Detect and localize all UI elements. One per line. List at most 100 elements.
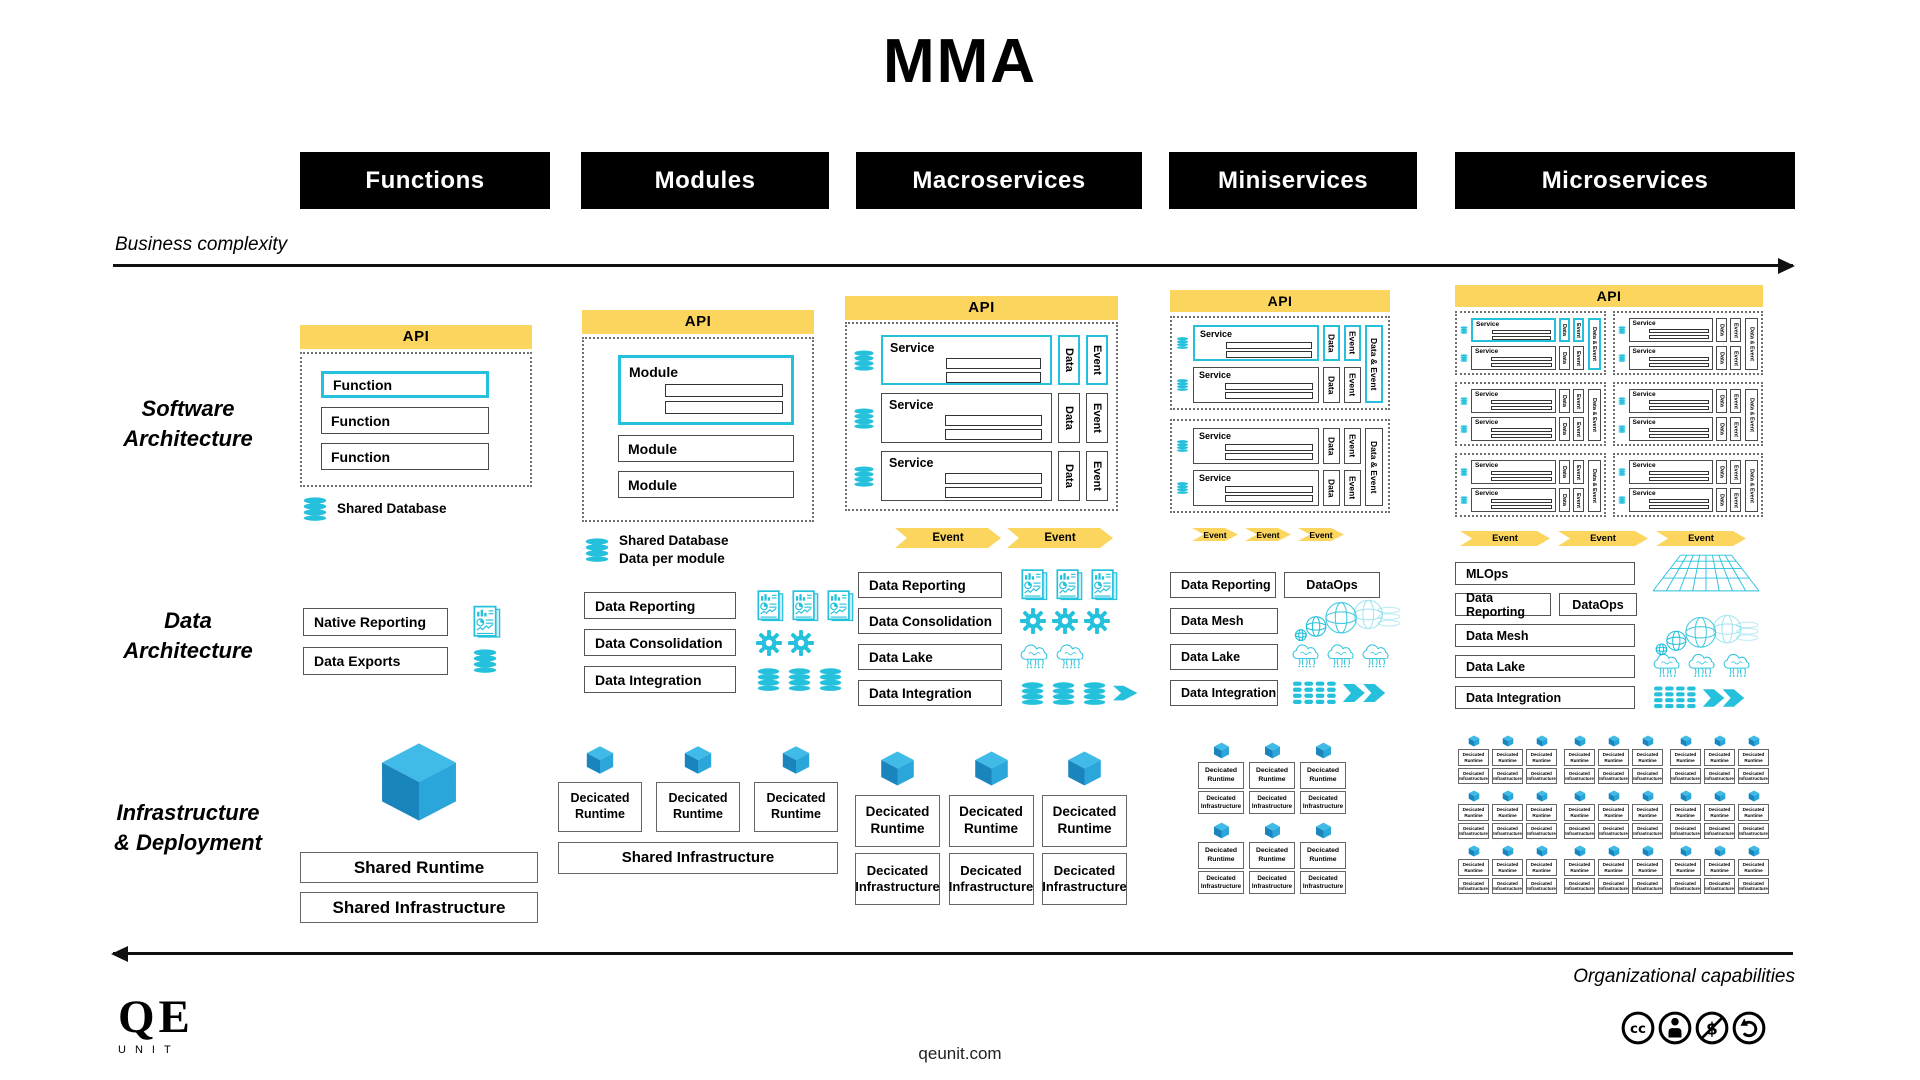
service-box: Service xyxy=(1628,389,1713,413)
macroservices-infrastructure: Decicated Runtime Decicated Infrastructu… xyxy=(855,750,1127,905)
event-port: Event xyxy=(1730,417,1741,441)
dedicated-stack: Decicated Runtime Decicated Infrastructu… xyxy=(1738,735,1769,784)
service-group: Service Data Event Service Data Event Da… xyxy=(1170,316,1390,410)
capability-box: DataOps xyxy=(1284,572,1380,598)
dedicated-stack: Decicated Runtime Decicated Infrastructu… xyxy=(1598,845,1629,894)
dedicated-stack: Decicated Runtime Decicated Infrastructu… xyxy=(1632,735,1663,784)
service-label: Service xyxy=(1475,490,1499,497)
microservices-software: API Service Data Event Service Data Even… xyxy=(1455,285,1763,546)
service-field xyxy=(1225,453,1313,460)
event-port-label: Event xyxy=(1575,350,1581,366)
striped-database-icon xyxy=(1653,685,1696,710)
data-port: Data xyxy=(1323,428,1340,464)
capability-row: Data Mesh xyxy=(1455,614,1759,656)
dedicated-stack: Decicated Runtime Decicated Infrastructu… xyxy=(855,750,940,905)
dedicated-group: Decicated Runtime Decicated Infrastructu… xyxy=(1458,735,1557,784)
api-bar: API xyxy=(1455,285,1763,307)
data-and-event-port-label: Data & Event xyxy=(1748,469,1755,503)
data-port-label: Data xyxy=(1063,406,1075,430)
data-port: Data xyxy=(1716,417,1727,441)
dedicated-infrastructure-box: Decicated Infrastructure xyxy=(1526,823,1557,839)
data-port: Data xyxy=(1558,389,1570,413)
service-label: Service xyxy=(1199,473,1232,483)
striped-database-icon xyxy=(1292,681,1336,706)
database-note-line: Shared Database xyxy=(337,501,447,517)
dedicated-runtime-box: Decicated Runtime xyxy=(1598,859,1629,876)
service-field xyxy=(945,487,1042,498)
service-field xyxy=(1648,470,1709,475)
capability-row: Data Reporting xyxy=(858,569,1139,601)
dedicated-runtime-box: Decicated Runtime xyxy=(1564,859,1595,876)
data-port: Data xyxy=(1716,460,1727,484)
event-arrow: Event xyxy=(1656,531,1746,546)
modules-infrastructure: Decicated Runtime Decicated Runtime Deci… xyxy=(558,745,838,874)
cube-icon xyxy=(1536,845,1548,857)
organizational-capabilities-label: Organizational capabilities xyxy=(1573,966,1795,987)
dedicated-infrastructure-box: Decicated Infrastructure xyxy=(1249,871,1295,894)
capability-row: Data Integration xyxy=(1170,680,1401,706)
module-box: Module xyxy=(618,471,794,498)
service-group: Service Data Event Service Data Event Da… xyxy=(1455,453,1606,517)
dedicated-stack: Decicated Runtime Decicated Infrastructu… xyxy=(1198,822,1244,894)
website-link[interactable]: qeunit.com xyxy=(918,1044,1002,1063)
capability-box: DataOps xyxy=(1559,593,1637,616)
service-box: Service xyxy=(1193,428,1319,464)
service-field xyxy=(1492,335,1551,340)
capability-box: Data Consolidation xyxy=(858,608,1002,634)
capability-row: Data Integration xyxy=(858,680,1139,706)
dedicated-infrastructure-box: Decicated Infrastructure xyxy=(1526,878,1557,894)
service-row: Service Data Event xyxy=(1618,460,1741,484)
service-row: Service Data Event xyxy=(1176,367,1361,403)
service-group: Service Data Event Service Data Event Da… xyxy=(1455,311,1606,375)
event-port-label: Event xyxy=(1575,322,1581,338)
gear-icon xyxy=(1084,608,1110,634)
event-port: Event xyxy=(1344,470,1361,506)
capability-row: Data Consolidation xyxy=(584,629,855,656)
row-label-line: & Deployment xyxy=(114,829,262,855)
row-label-line: Software xyxy=(141,396,235,421)
capability-row: Data Lake xyxy=(858,643,1139,670)
service-label: Service xyxy=(1475,348,1499,355)
database-icon xyxy=(787,668,812,691)
service-row: Service Data Event xyxy=(1460,318,1584,342)
dedicated-stack: Decicated Runtime Decicated Infrastructu… xyxy=(1632,790,1663,839)
dedicated-runtime-box: Decicated Runtime xyxy=(1632,749,1663,766)
database-icon xyxy=(853,465,875,487)
arrow-right-icon xyxy=(1778,257,1795,274)
dedicated-infrastructure-box: Decicated Infrastructure xyxy=(1458,768,1489,784)
miniservices-infrastructure: Decicated Runtime Decicated Infrastructu… xyxy=(1198,742,1346,902)
event-port-label: Event xyxy=(1347,373,1358,397)
data-port: Data xyxy=(1323,470,1340,506)
data-port-label: Data xyxy=(1561,466,1567,478)
capability-box: Data Reporting xyxy=(1170,572,1276,598)
database-icon xyxy=(1082,681,1107,705)
lake-icon xyxy=(1723,654,1752,679)
service-row: Service Data Event xyxy=(1618,346,1741,370)
dedicated-stack: Decicated Runtime Decicated Infrastructu… xyxy=(1632,845,1663,894)
service-field xyxy=(945,415,1042,426)
database-icon xyxy=(853,349,875,371)
dedicated-runtime-box: Decicated Runtime xyxy=(1458,749,1489,766)
cube-icon xyxy=(1680,845,1692,857)
data-port-label: Data xyxy=(1561,352,1567,364)
database-icon xyxy=(1618,468,1626,476)
business-complexity-arrow xyxy=(113,257,1795,274)
event-port-label: Event xyxy=(1732,421,1739,437)
service-field xyxy=(1648,476,1709,481)
api-bar: API xyxy=(300,325,532,349)
cube-icon xyxy=(683,745,713,775)
data-and-event-port-label: Data & Event xyxy=(1748,327,1755,361)
database-icon xyxy=(1460,425,1468,433)
dedicated-runtime-box: Decicated Runtime xyxy=(1564,749,1595,766)
dedicated-runtime-box: Decicated Runtime xyxy=(1492,749,1523,766)
cube-icon xyxy=(1642,735,1654,747)
cube-icon xyxy=(1680,790,1692,802)
dedicated-runtime-box: Decicated Runtime xyxy=(558,782,642,832)
capability-box: Data Integration xyxy=(1170,680,1278,706)
dedicated-infrastructure-box: Decicated Infrastructure xyxy=(1598,878,1629,894)
database-icon xyxy=(1176,337,1189,349)
module-field xyxy=(665,401,783,414)
capability-row: Data Consolidation xyxy=(858,608,1139,634)
